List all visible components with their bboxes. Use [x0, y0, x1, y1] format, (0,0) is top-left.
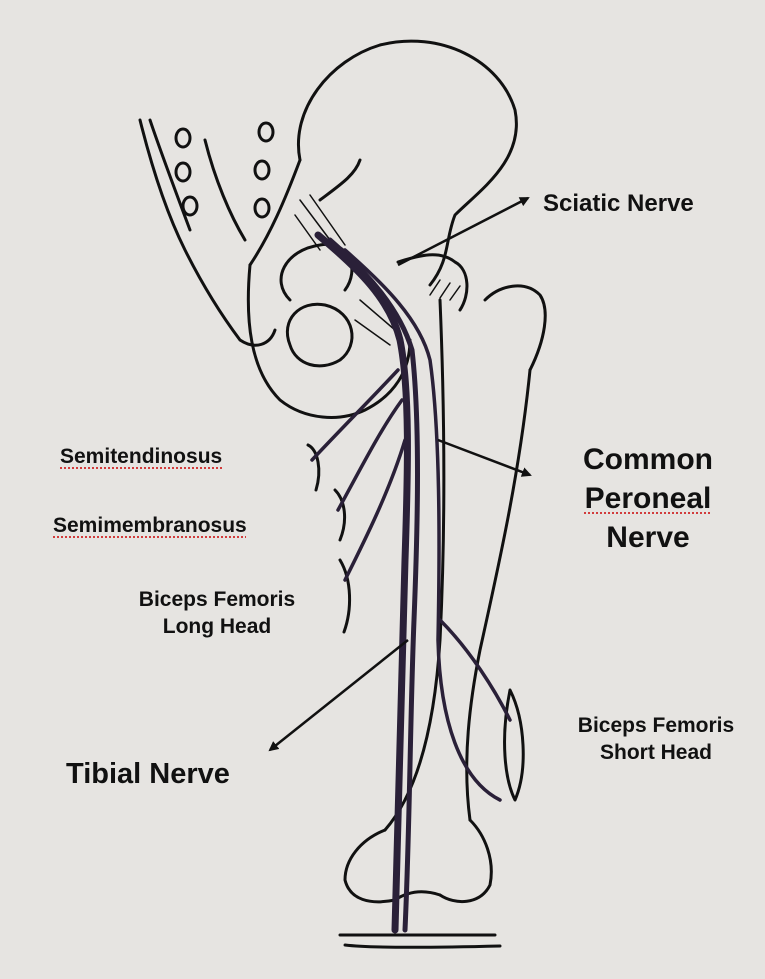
acetabulum-line [320, 160, 360, 200]
tibial-nerve-arrow [270, 640, 408, 750]
sacral-foramen [176, 163, 190, 181]
pelvic-hatching [295, 195, 395, 345]
sciatic-nerve-label: Sciatic Nerve [543, 190, 694, 218]
trochanter-hatching [430, 280, 460, 300]
biceps-short-belly [505, 690, 524, 800]
sacral-foramen [183, 197, 197, 215]
sacral-foramen [255, 161, 269, 179]
semimembranosus-label: Semimembranosus [53, 514, 247, 538]
biceps-short-line-1: Biceps Femoris [550, 712, 762, 739]
common-peroneal-line-2: Peroneal [563, 479, 733, 518]
intercondylar-line [395, 892, 440, 900]
biceps-long-line-1: Biceps Femoris [107, 586, 327, 613]
common-peroneal-line-3: Nerve [563, 518, 733, 557]
common-peroneal-line-1: Common [563, 440, 733, 479]
sacrum-midline [205, 140, 245, 240]
branch-to-semitendinosus [312, 370, 398, 460]
biceps-femoris-short-head-label: Biceps Femoris Short Head [550, 712, 762, 767]
greater-trochanter [485, 286, 545, 370]
femur-lateral-border [467, 370, 530, 820]
tibial-nerve-label: Tibial Nerve [66, 758, 230, 791]
branch-to-biceps-long [345, 440, 405, 580]
sacral-foramen [176, 129, 190, 147]
tibia-plateau [340, 935, 500, 947]
biceps-long-line-2: Long Head [107, 613, 327, 640]
semitendinosus-stub [308, 445, 319, 490]
common-peroneal-strand [345, 250, 500, 800]
sciatic-nerve-trunk [318, 235, 407, 930]
semitendinosus-label: Semitendinosus [60, 445, 222, 469]
biceps-short-line-2: Short Head [550, 739, 762, 766]
sacral-foramen [255, 199, 269, 217]
obturator-foramen [287, 304, 352, 366]
common-peroneal-nerve-label: Common Peroneal Nerve [563, 440, 733, 557]
femoral-condyles [345, 820, 491, 902]
sacral-foramen [259, 123, 273, 141]
biceps-femoris-long-head-label: Biceps Femoris Long Head [107, 586, 327, 641]
common-peroneal-arrow [438, 440, 530, 475]
